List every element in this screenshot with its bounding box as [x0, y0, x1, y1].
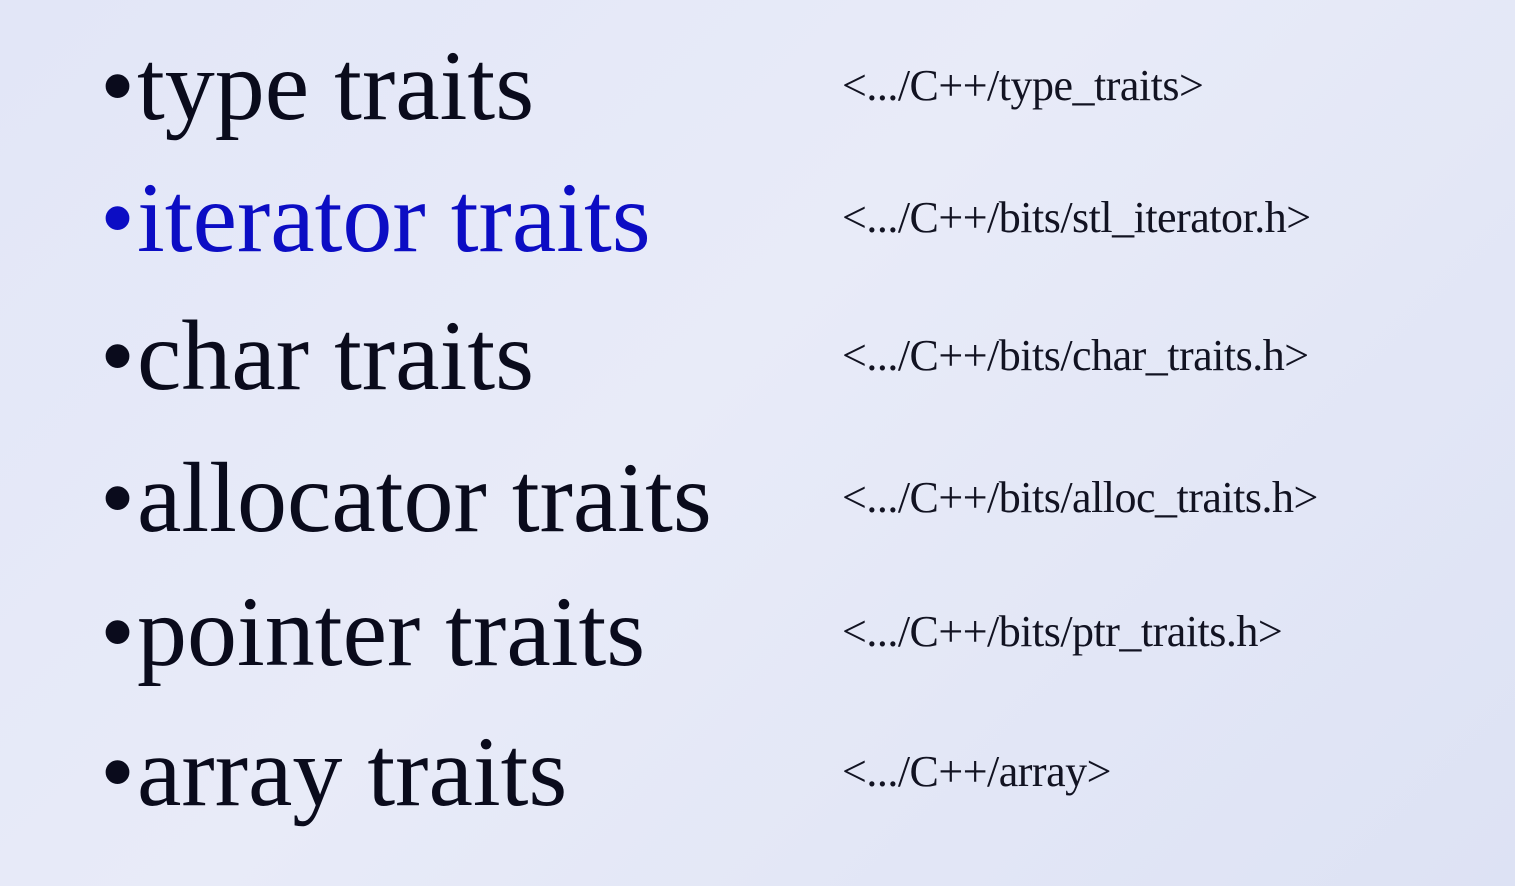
header-path: <.../C++/bits/alloc_traits.h>: [842, 473, 1318, 522]
list-item-char-traits: •char traits <.../C++/bits/char_traits.h…: [0, 286, 1515, 426]
header-path: <.../C++/type_traits>: [842, 61, 1204, 110]
list-item-type-traits: •type traits <.../C++/type_traits>: [0, 16, 1515, 156]
trait-label: char traits: [137, 300, 535, 411]
bullet-item: •array traits: [100, 702, 567, 842]
header-path: <.../C++/array>: [842, 747, 1111, 796]
trait-label: type traits: [137, 30, 535, 141]
bullet-item: •type traits: [100, 16, 534, 156]
trait-label: array traits: [137, 716, 568, 827]
trait-label: allocator traits: [137, 442, 712, 553]
bullet-item: •iterator traits: [100, 148, 651, 288]
bullet-dot: •: [100, 300, 136, 411]
bullet-item: •char traits: [100, 286, 534, 426]
bullet-dot: •: [100, 442, 136, 553]
bullet-dot: •: [100, 162, 136, 273]
bullet-item: •allocator traits: [100, 428, 712, 568]
header-path: <.../C++/bits/ptr_traits.h>: [842, 607, 1283, 656]
header-path: <.../C++/bits/char_traits.h>: [842, 331, 1309, 380]
bullet-dot: •: [100, 576, 136, 687]
trait-label: pointer traits: [137, 576, 646, 687]
list-item-pointer-traits: •pointer traits <.../C++/bits/ptr_traits…: [0, 562, 1515, 702]
bullet-dot: •: [100, 30, 136, 141]
list-item-allocator-traits: •allocator traits <.../C++/bits/alloc_tr…: [0, 428, 1515, 568]
header-path: <.../C++/bits/stl_iterator.h>: [842, 193, 1311, 242]
bullet-item: •pointer traits: [100, 562, 645, 702]
list-item-iterator-traits: •iterator traits <.../C++/bits/stl_itera…: [0, 148, 1515, 288]
list-item-array-traits: •array traits <.../C++/array>: [0, 702, 1515, 842]
bullet-dot: •: [100, 716, 136, 827]
trait-label: iterator traits: [137, 162, 651, 273]
